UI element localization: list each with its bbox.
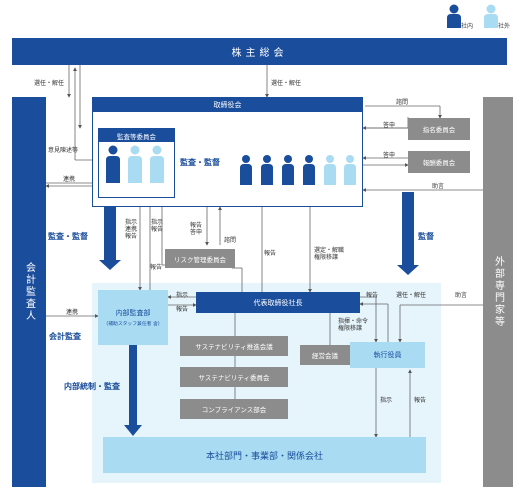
sustainability-promotion-label: サステナビリティ推進会議 [195,343,273,351]
label-elect: 選任・解任 [34,80,65,87]
sustainability-promotion-box: サステナビリティ推進会議 [180,336,288,356]
internal-person-icon [242,155,250,163]
internal-person-icon [263,155,271,163]
external-person-icon [346,155,354,163]
board-label: 取締役会 [213,101,242,109]
label-internal-control: 内部統制・監査 [64,382,120,391]
executive-officers-box: 執行役員 [350,342,425,368]
internal-person-icon [447,4,461,28]
label-audit-supervise: 監査・監督 [180,158,220,167]
external-experts-label: 外部専門家等 [492,256,504,328]
external-person-icon [130,145,140,155]
label-advice: 助言 [455,292,468,299]
label-report: 答申 [383,122,396,129]
internal-person-icon [284,155,292,163]
compensation-committee-box: 報酬委員会 [408,151,470,173]
internal-audit-label: 内部監査部 [115,309,151,317]
nomination-label: 指名委員会 [422,126,456,134]
sustainability-committee-box: サステナビリティ委員会 [180,367,288,387]
label-report: 報告 [414,397,427,404]
sustainability-committee-label: サステナビリティ委員会 [198,374,270,382]
ceo-box: 代表取締役社長 [196,292,360,313]
management-meeting-box: 経営会議 [300,345,350,365]
label-report: 答申 [383,152,396,159]
label-advice: 助言 [432,183,445,190]
hq-label: 本社部門・事業部・関係会社 [205,451,323,462]
label-report-answer: 報告 答申 [190,222,203,236]
risk-label: リスク管理委員会 [174,255,226,264]
label-supervise: 監督 [418,232,434,241]
legend: 社内 社外 [440,2,520,38]
label-command: 指揮・命令 権限移譲 [338,318,369,332]
label-consult: 諮問 [224,237,237,244]
label-elect: 選任・解任 [396,292,427,299]
hq-divisions-box: 本社部門・事業部・関係会社 [103,437,426,473]
audit-committee-header: 監査等委員会 [99,129,174,142]
shareholders-meeting-box: 株主総会 [12,38,507,65]
officers-label: 執行役員 [373,351,402,359]
compliance-box: コンプライアンス部会 [180,399,288,419]
label-instruct-report: 指示 報告 [151,219,164,233]
label-cooperation: 連携 [66,309,79,316]
compensation-label: 報酬委員会 [422,159,456,167]
audit-committee-label: 監査等委員会 [117,132,156,141]
legend-external-label: 社外 [498,23,511,30]
internal-person-icon [108,145,118,155]
label-instruct: 指示 [380,397,393,404]
compliance-label: コンプライアンス部会 [201,406,267,414]
internal-audit-sub: (補助スタッフ兼任者 含) [106,322,160,327]
label-accounting-audit: 会計監査 [49,332,81,341]
label-elect: 選任・解任 [271,80,302,87]
shareholders-label: 株主総会 [231,48,288,59]
label-consult: 諮問 [396,99,409,106]
label-instruct-coop-report: 指示 連携 報告 [125,219,138,240]
board-members [240,155,356,185]
management-label: 経営会議 [312,352,338,360]
internal-audit-box: 内部監査部 (補助スタッフ兼任者 含) [98,290,168,345]
label-appoint-transfer: 選定・解職 権限移譲 [314,247,345,261]
external-person-icon [484,4,498,28]
label-report: 報告 [150,264,163,271]
label-audit-supervise: 監査・監督 [48,232,88,241]
internal-person-icon [305,155,313,163]
external-experts-box: 外部専門家等 [483,97,513,487]
label-report: 報告 [264,250,277,257]
label-instruct: 指示 [176,292,189,299]
label-cooperation: 連携 [63,176,76,183]
accounting-auditor-box: 会計監査人 [12,97,46,487]
risk-committee-box: リスク管理委員会 [165,249,235,268]
board-header: 取締役会 [93,98,362,112]
nomination-committee-box: 指名委員会 [408,118,470,140]
ceo-label: 代表取締役社長 [253,298,303,307]
external-person-icon [326,155,334,163]
label-report: 報告 [176,306,189,313]
legend-internal-label: 社内 [461,23,474,30]
label-opinion: 意見陳述等 [48,147,79,154]
audit-committee-members [106,145,164,183]
external-person-icon [152,145,162,155]
label-report: 報告 [366,292,379,299]
accounting-auditor-label: 会計監査人 [23,262,35,322]
